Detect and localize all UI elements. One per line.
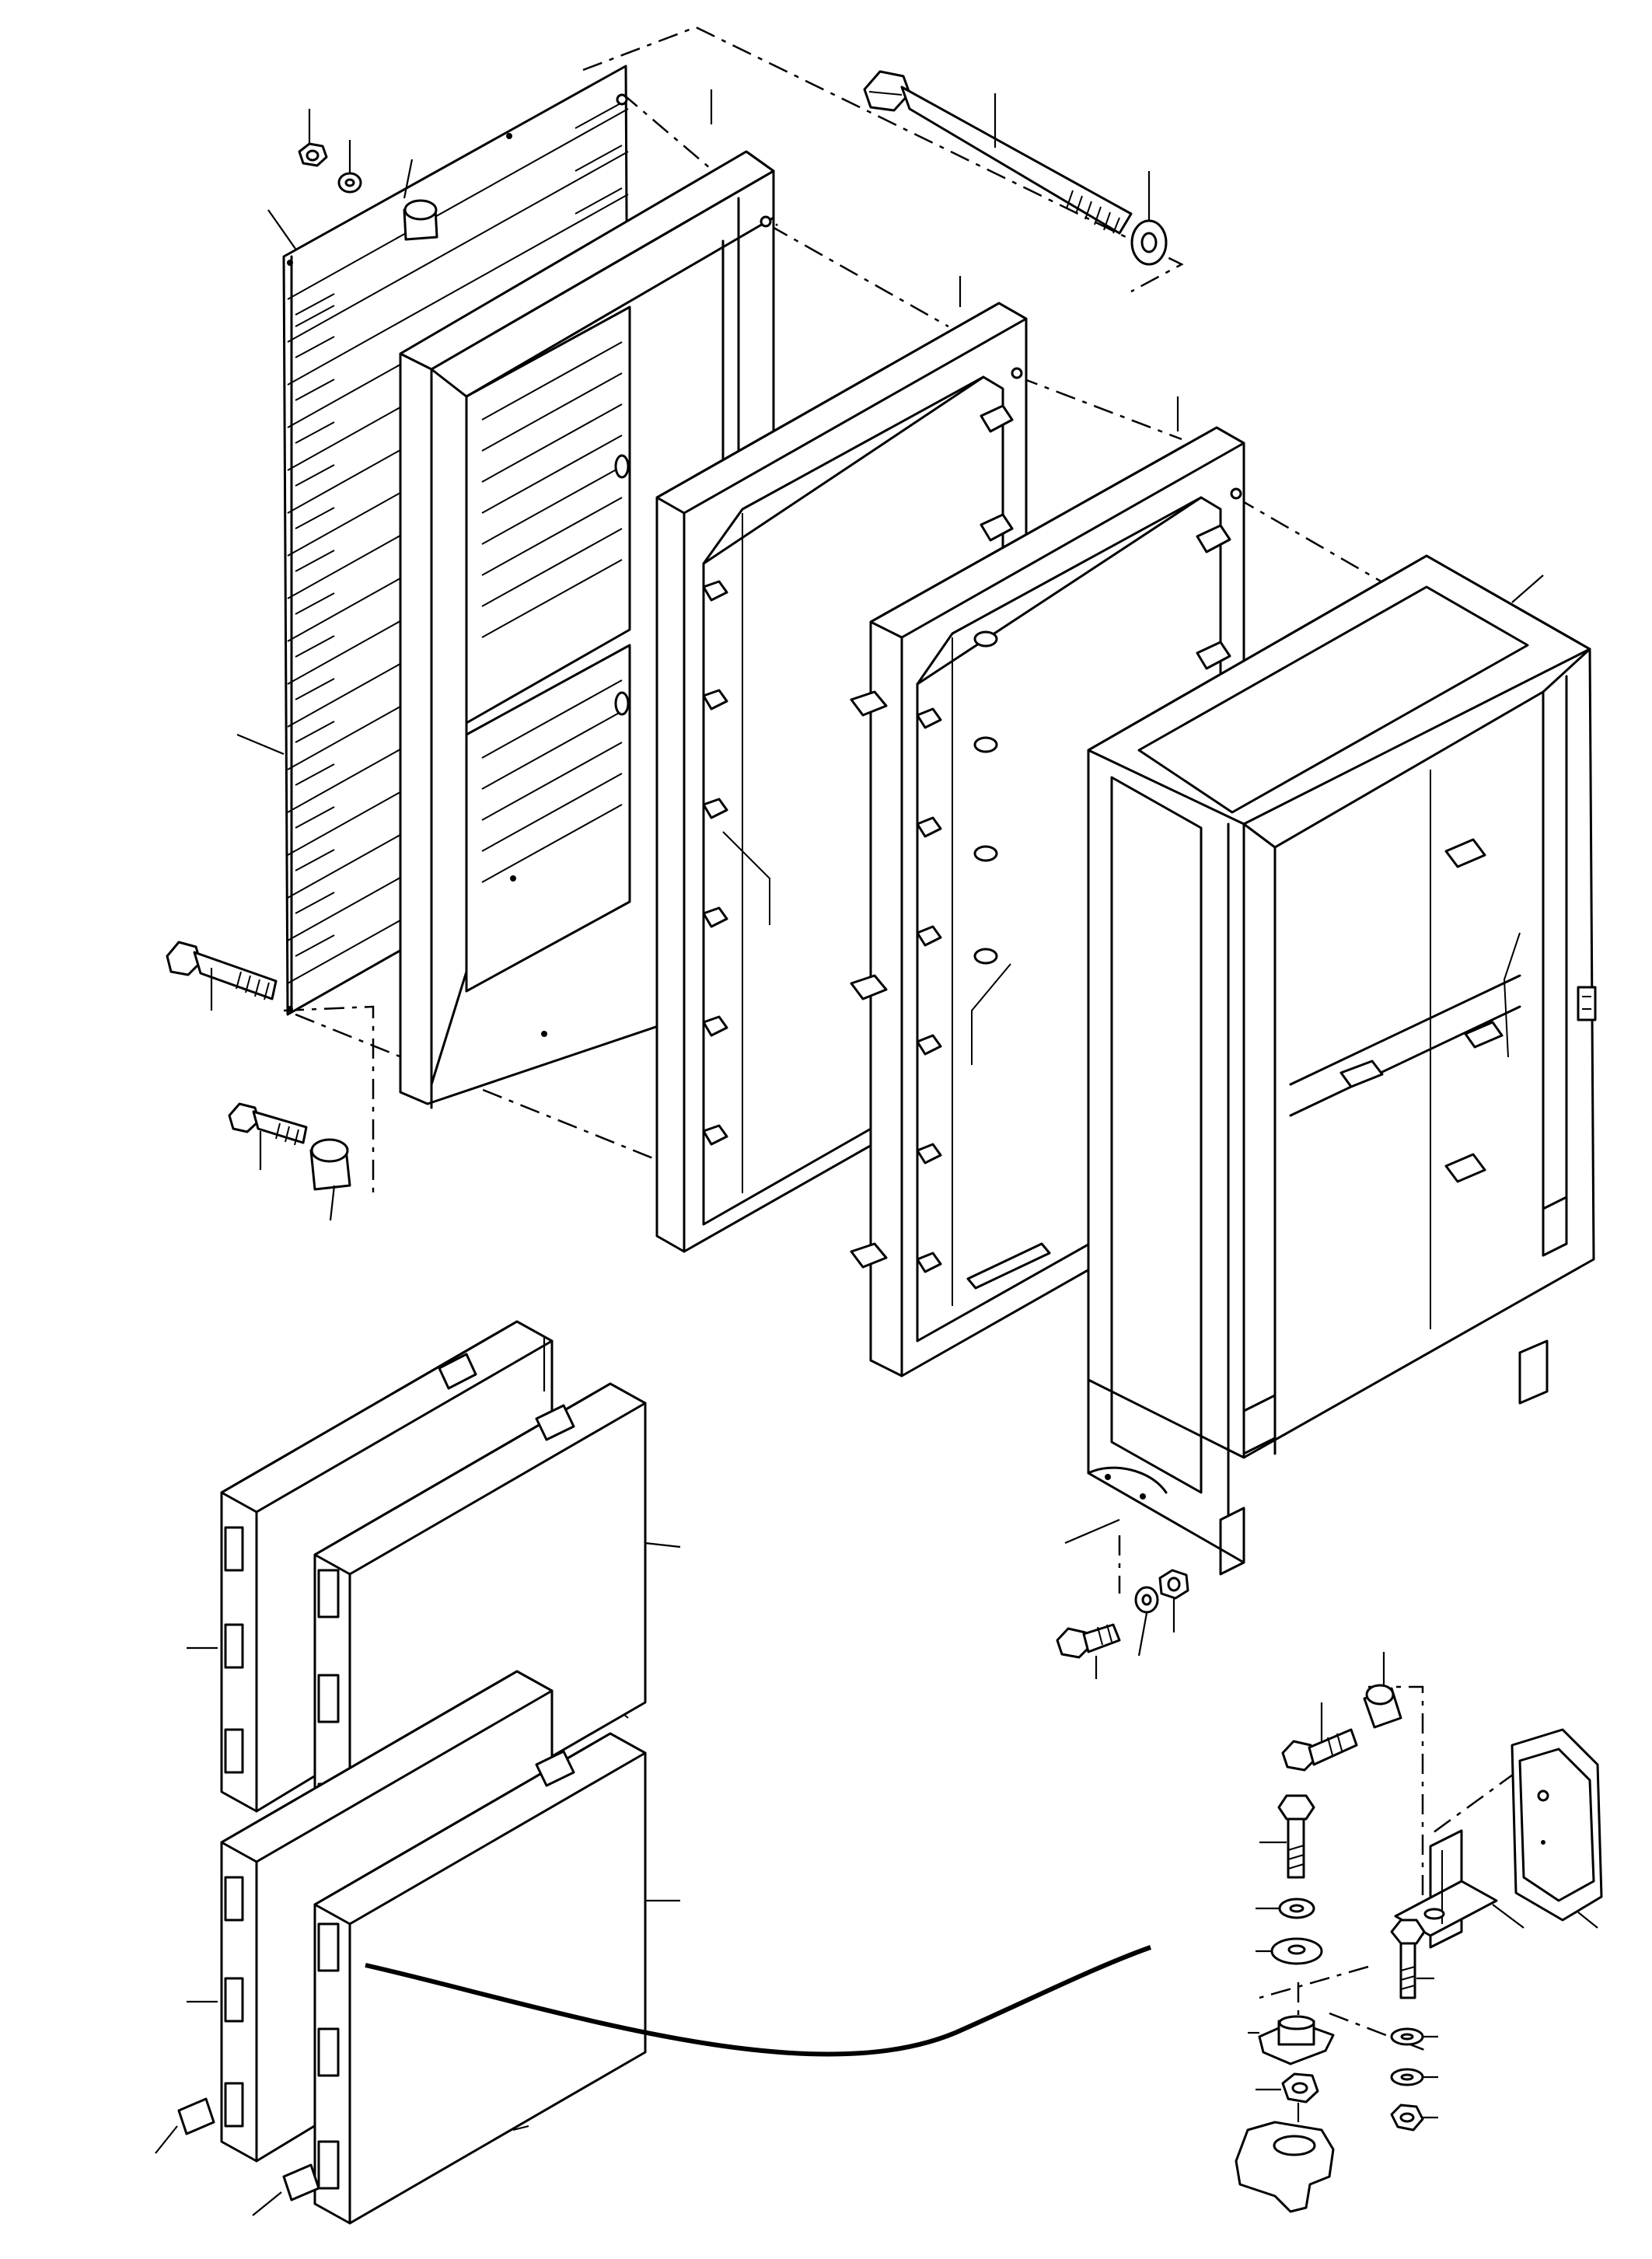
- housing-latch: [1577, 986, 1597, 1021]
- detail-washer-2: [1270, 1937, 1323, 1965]
- angle-bracket: [1394, 1829, 1498, 1949]
- long-bolt: [863, 70, 1133, 235]
- vertical-bolt: [1277, 1794, 1315, 1879]
- middle-frame-clips: [702, 404, 1014, 1146]
- housing-feet: [1087, 1196, 1568, 1576]
- inner-frame-clips: [916, 524, 1231, 1273]
- detail-arrow: [365, 1945, 1152, 2057]
- mount-base: [1235, 2121, 1335, 2213]
- mounting-plate: [1511, 1728, 1603, 1922]
- detail-spacer: [1363, 1684, 1402, 1729]
- radiator-core-lower-right: [282, 1732, 647, 2225]
- inner-frame-slot: [966, 1242, 1051, 1290]
- right-nut: [1390, 2104, 1424, 2132]
- outer-frame-louvers: [481, 341, 623, 883]
- housing-brackets: [1339, 838, 1504, 1183]
- long-bolt-washer: [1130, 219, 1168, 266]
- housing-bolt: [1056, 1623, 1121, 1659]
- top-left-sleeve: [403, 199, 438, 241]
- top-left-nut: [298, 142, 328, 167]
- rubber-mount: [1258, 2015, 1335, 2065]
- radiator-housing: [1087, 554, 1597, 1576]
- housing-nut: [1158, 1569, 1189, 1600]
- detail-washer-1: [1278, 1898, 1315, 1919]
- mounting-detail: [1235, 1684, 1603, 2213]
- detail-nut-lower: [1281, 2072, 1319, 2104]
- detail-bolt-top: [1281, 1728, 1358, 1772]
- inner-frame-hinges: [850, 690, 888, 1269]
- top-left-washer: [337, 172, 362, 194]
- left-long-bolt: [166, 941, 278, 1000]
- grille-slot-shading: [295, 102, 623, 957]
- leader-lines: [155, 89, 1598, 2216]
- right-washer-1: [1390, 2027, 1424, 2046]
- spacer-sleeve: [309, 1138, 351, 1191]
- housing-washer: [1134, 1586, 1159, 1614]
- short-bolt: [228, 1102, 308, 1146]
- small-bolt-right: [1390, 1919, 1426, 1999]
- right-washer-2: [1390, 2068, 1424, 2086]
